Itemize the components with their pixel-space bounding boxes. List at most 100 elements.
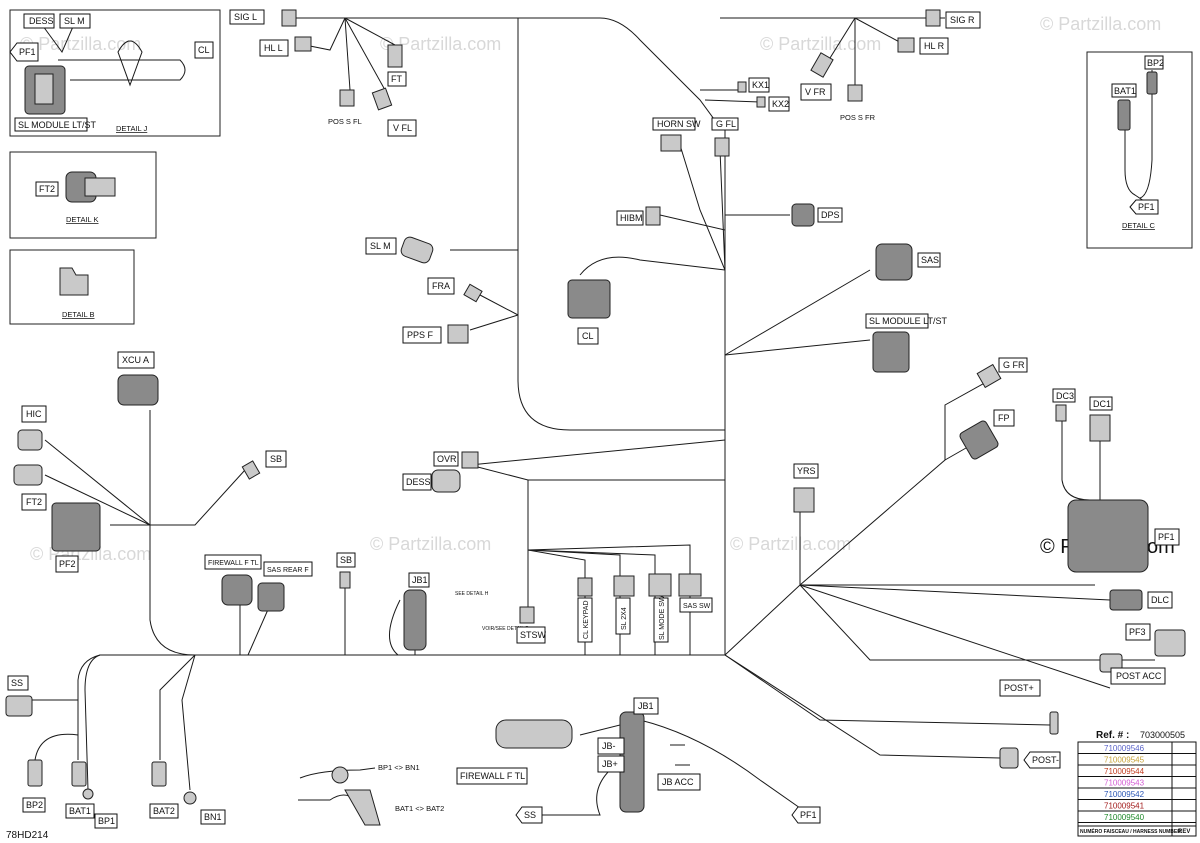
watermark-4: © Partzilla.com bbox=[1040, 14, 1161, 34]
label-post-plus: POST+ bbox=[999, 679, 1041, 697]
label-firewall-f-tl-b: FIREWALL F TL bbox=[456, 767, 528, 785]
svg-text:PF1: PF1 bbox=[1158, 532, 1175, 542]
connector-dc3 bbox=[1055, 404, 1067, 422]
svg-text:OVR: OVR bbox=[437, 454, 457, 464]
label-bn1: BN1 bbox=[200, 809, 226, 825]
svg-text:SAS SW: SAS SW bbox=[683, 603, 711, 610]
svg-text:JB1: JB1 bbox=[638, 701, 654, 711]
label-ft2: FT2 bbox=[21, 493, 47, 511]
labels: SIG L HL L FT POS S FL V FL SIG R HL R V… bbox=[7, 9, 1180, 829]
svg-text:PF3: PF3 bbox=[1129, 627, 1146, 637]
svg-text:JB+: JB+ bbox=[602, 759, 618, 769]
label-bp1: BP1 bbox=[94, 813, 118, 829]
connector-ovr bbox=[461, 451, 479, 469]
svg-text:XCU A: XCU A bbox=[122, 355, 149, 365]
connector-v-fl bbox=[371, 87, 393, 111]
label-jb1: JB1 bbox=[408, 572, 430, 588]
connector-g-fl bbox=[714, 137, 730, 157]
label-bat2: BAT2 bbox=[149, 803, 179, 819]
connector-horn-sw bbox=[660, 134, 682, 152]
connector-sas-sw bbox=[678, 573, 702, 597]
connector-pf1-main bbox=[1067, 499, 1149, 573]
label-sas-sw: SAS SW bbox=[679, 597, 713, 613]
connector-hic bbox=[17, 429, 43, 451]
connector-hibm bbox=[645, 206, 661, 226]
label-pf1-b: PF1 bbox=[791, 806, 821, 824]
label-hibm: HIBM bbox=[616, 210, 644, 226]
svg-text:JB-: JB- bbox=[602, 741, 616, 751]
connector-kx2 bbox=[756, 96, 766, 108]
caption-detail-k: DETAIL K bbox=[66, 215, 99, 224]
label-sl-2x4: SL 2X4 bbox=[615, 597, 631, 635]
label-fra: FRA bbox=[427, 277, 455, 295]
label-hic: HIC bbox=[21, 405, 47, 423]
label-cl-keypad: CL KEYPAD bbox=[577, 597, 593, 643]
label-bat1-c: BAT1 bbox=[1111, 83, 1137, 98]
svg-text:HIC: HIC bbox=[26, 409, 42, 419]
svg-text:SAS: SAS bbox=[921, 255, 939, 265]
connector-bat1-bat2 bbox=[344, 789, 381, 826]
reference-harness-number: 710009542 bbox=[1104, 790, 1145, 799]
label-hl-r: HL R bbox=[919, 37, 949, 55]
label-stsw: STSW bbox=[516, 626, 547, 644]
caption-detail-j: DETAIL J bbox=[116, 124, 148, 133]
svg-text:DESS: DESS bbox=[29, 16, 54, 26]
svg-text:PF2: PF2 bbox=[59, 559, 76, 569]
caption-detail-c: DETAIL C bbox=[1122, 221, 1156, 230]
label-sas: SAS bbox=[917, 252, 941, 268]
reference-harness-number: 710009541 bbox=[1104, 802, 1145, 811]
svg-text:CL: CL bbox=[198, 45, 210, 55]
connector-bp2 bbox=[27, 759, 43, 787]
caption-detail-b: DETAIL B bbox=[62, 310, 95, 319]
label-bp2: BP2 bbox=[22, 797, 46, 813]
label-pos-s-fl: POS S FL bbox=[328, 117, 362, 126]
label-sb-2: SB bbox=[336, 552, 356, 568]
label-post-acc: POST ACC bbox=[1110, 667, 1166, 685]
connector-bp1 bbox=[82, 788, 94, 800]
label-dess2: DESS bbox=[402, 473, 432, 491]
label-v-fl: V FL bbox=[387, 119, 417, 137]
label-sb-1: SB bbox=[265, 450, 287, 468]
connector-sb-1 bbox=[241, 460, 261, 480]
label-post-minus: POST- bbox=[1023, 751, 1061, 769]
label-cl: CL bbox=[577, 327, 599, 345]
label-sl-module-ltst: SL MODULE LT/ST bbox=[865, 313, 948, 329]
label-jb-plus: JB+ bbox=[597, 755, 625, 773]
svg-text:FRA: FRA bbox=[432, 281, 450, 291]
svg-text:HL L: HL L bbox=[264, 43, 283, 53]
reference-harness-number: 710009546 bbox=[1104, 744, 1145, 753]
connector-ft2 bbox=[13, 464, 43, 486]
detail-j: DESS SL M PF1 CL SL MODULE LT/ST DETAIL … bbox=[9, 9, 221, 137]
svg-text:DC1: DC1 bbox=[1093, 399, 1111, 409]
label-fp: FP bbox=[993, 409, 1015, 427]
label-bat1: BAT1 bbox=[65, 803, 95, 819]
label-pf1-main: PF1 bbox=[1154, 528, 1180, 546]
connector-g-fr bbox=[976, 363, 1002, 389]
label-pf1-detail-j: PF1 bbox=[9, 42, 39, 62]
label-dc1: DC1 bbox=[1089, 396, 1113, 411]
svg-text:SL M: SL M bbox=[64, 16, 85, 26]
connector-ft bbox=[387, 44, 403, 68]
connector-stsw bbox=[519, 606, 535, 624]
watermark-7: © Partzilla.com bbox=[730, 534, 851, 554]
label-ss: SS bbox=[7, 675, 29, 691]
connector-post-plus bbox=[1049, 711, 1059, 735]
figure-id: 78HD214 bbox=[6, 830, 49, 841]
label-pos-s-fr: POS S FR bbox=[840, 113, 876, 122]
reference-footer-left: NUMÉRO FAISCEAU / HARNESS NUMBER bbox=[1080, 827, 1181, 835]
connector-sl-2x4 bbox=[613, 575, 635, 597]
label-yrs: YRS bbox=[793, 463, 819, 479]
connector-v-fr bbox=[810, 52, 834, 78]
svg-text:STSW: STSW bbox=[520, 630, 547, 640]
svg-text:JB ACC: JB ACC bbox=[662, 777, 694, 787]
svg-text:DLC: DLC bbox=[1151, 595, 1170, 605]
label-dps: DPS bbox=[817, 207, 843, 223]
detail-c: BP2 BAT1 PF1 DETAIL C bbox=[1086, 51, 1193, 249]
svg-text:BAT1: BAT1 bbox=[69, 806, 91, 816]
label-dlc: DLC bbox=[1147, 591, 1173, 609]
svg-text:DC3: DC3 bbox=[1056, 391, 1074, 401]
svg-text:HORN SW: HORN SW bbox=[657, 119, 701, 129]
connector-fra bbox=[463, 283, 483, 303]
detail-b: DETAIL B bbox=[9, 249, 135, 325]
svg-text:FT2: FT2 bbox=[26, 497, 42, 507]
